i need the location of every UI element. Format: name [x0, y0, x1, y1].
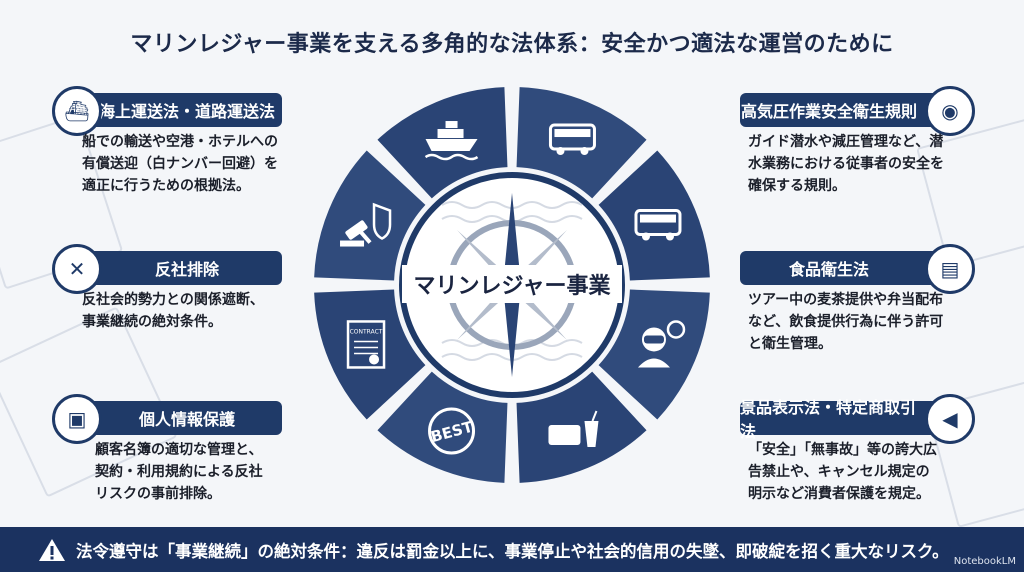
page-title: マリンレジャー事業を支える多角的な法体系：安全かつ適法な運営のために — [130, 32, 894, 57]
center-label: マリンレジャー事業 — [414, 273, 612, 299]
watermark: NotebookLM — [953, 556, 1016, 567]
card-description: 「安全」「無事故」等の誇大広 告禁止や、キャンセル規定の 明示など消費者保護を規… — [748, 442, 937, 502]
card-title: 高気圧作業安全衛生規則 — [740, 102, 917, 121]
center-label-bg — [402, 265, 622, 303]
card-description: ツアー中の麦茶提供や弁当配布 など、飲食提供行為に伴う許可 と衛生管理。 — [748, 292, 944, 352]
megaphone-icon: ◀ — [925, 394, 975, 444]
card-title: 海上運送法・道路運送法 — [98, 102, 275, 121]
gavel-shield-icon — [340, 202, 392, 247]
card-description: ガイド潜水や減圧管理など、潜 水業務における従事者の安全を 確保する規則。 — [748, 134, 944, 194]
card-title: 反社排除 — [154, 260, 219, 279]
handshake-x-icon: ✕ — [52, 244, 102, 294]
left-card-2-header: 個人情報保護 — [80, 401, 282, 435]
wheel-segment — [598, 289, 710, 420]
wheel-segment — [516, 87, 647, 199]
card-description: 反社会的勢力との関係遮断、 事業継続の絶対条件。 — [82, 292, 264, 330]
diver-icon — [637, 320, 686, 368]
card-title: 個人情報保護 — [138, 410, 235, 429]
card-description: 顧客名簿の適切な管理と、 契約・利用規約による反社 リスクの事前排除。 — [95, 442, 263, 502]
food-icon — [548, 410, 599, 447]
ship-icon — [424, 121, 479, 161]
left-card-0-header: 海上運送法・道路運送法 — [80, 93, 282, 127]
right-card-1-header: 食品衛生法 — [740, 251, 942, 285]
contract-text: CONTRACT — [350, 328, 383, 335]
card-title: 景品表示法・特定商取引法 — [740, 398, 917, 441]
contract-icon: CONTRACT — [346, 320, 386, 369]
wheel-segment — [314, 150, 426, 281]
food-icon: ▤ — [925, 244, 975, 294]
card-title: 食品衛生法 — [788, 260, 869, 279]
banner-text: 法令遵守は「事業継続」の絶対条件：違反は罰金以上に、事業停止や社会的信用の失墜、… — [76, 541, 949, 561]
left-card-1-header: 反社排除 — [80, 251, 282, 285]
lock-database-icon: ▣ — [52, 394, 102, 444]
card-description: 船での輸送や空港・ホテルへの 有償送迎（白ナンバー回避）を 適正に行うための根拠… — [82, 134, 278, 194]
right-card-2-header: 景品表示法・特定商取引法 — [740, 398, 942, 441]
wheel-segment — [516, 371, 647, 483]
right-card-0-header: 高気圧作業安全衛生規則 — [740, 93, 942, 127]
warning-icon — [39, 538, 65, 561]
bus-icon — [548, 123, 596, 156]
diver-icon: ◉ — [925, 86, 975, 136]
wheel-segment — [377, 371, 508, 483]
warning-banner: 法令遵守は「事業継続」の絶対条件：違反は罰金以上に、事業停止や社会的信用の失墜、… — [0, 527, 1024, 572]
wheel-segment — [314, 289, 426, 420]
ship-icon: ⛴ — [52, 86, 102, 136]
bus-icon — [634, 209, 682, 241]
